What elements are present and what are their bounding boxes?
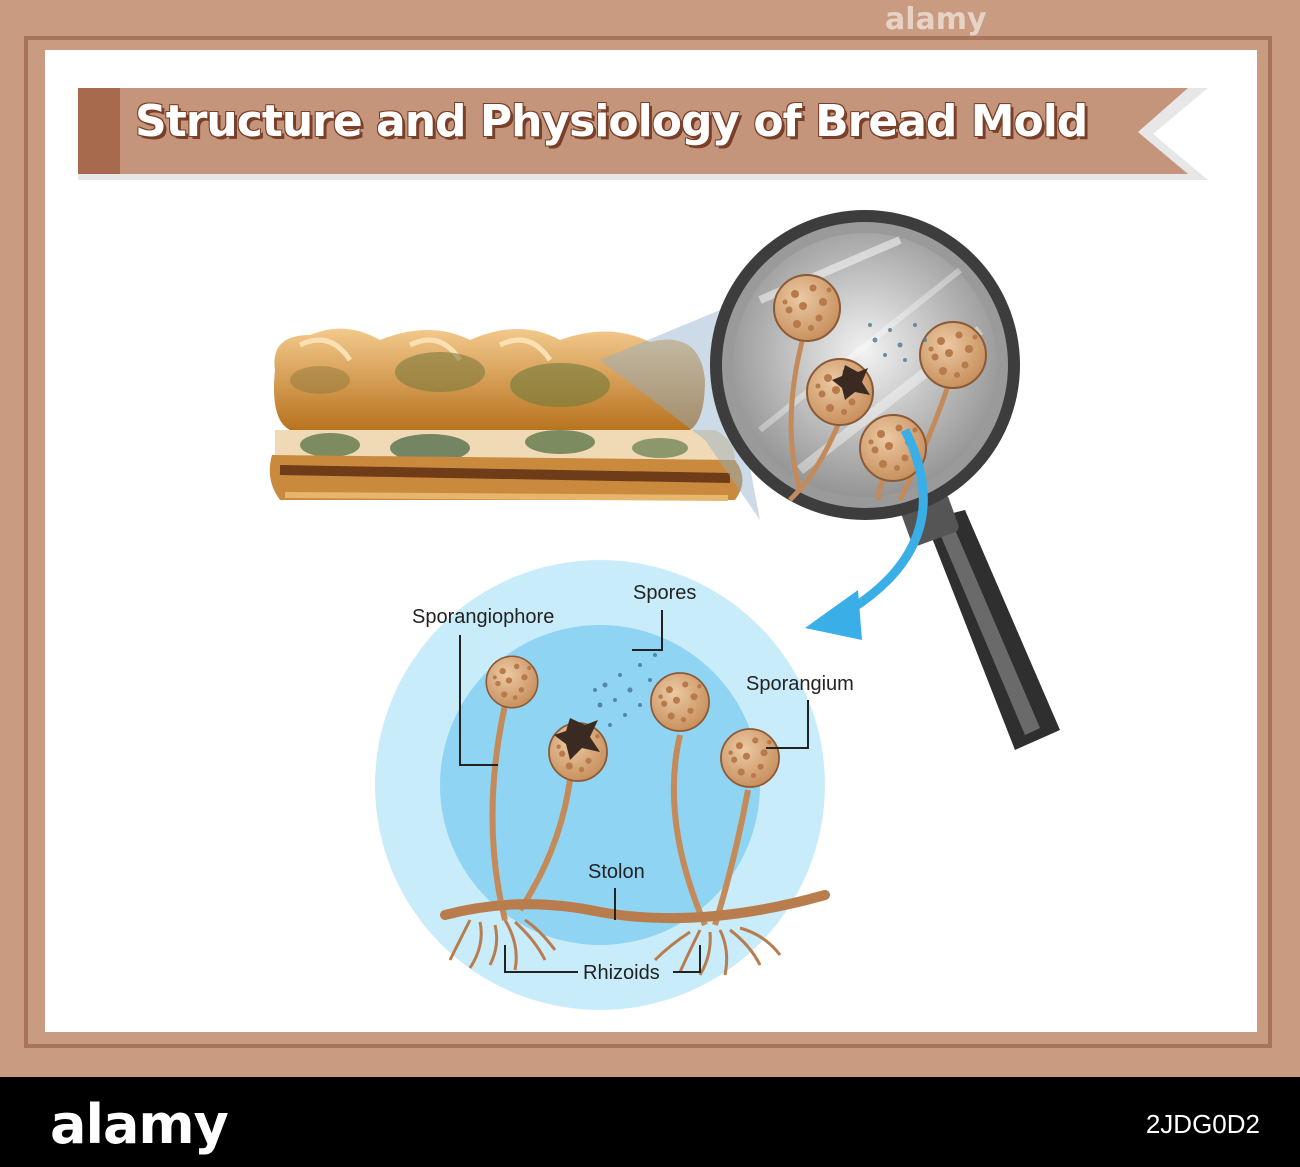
- title-banner: [78, 88, 1208, 180]
- frame-border: [24, 36, 1272, 1048]
- pointer-arrow: [805, 427, 928, 640]
- label-rhizoids: Rhizoids: [583, 962, 660, 984]
- page-title: Structure and Physiology of Bread Mold: [135, 96, 1088, 147]
- diagram-art: [269, 210, 1060, 1010]
- footer-logo: alamy: [50, 1093, 229, 1156]
- label-sporangium: Sporangium: [746, 673, 854, 695]
- magnifying-glass-icon: [710, 210, 1060, 750]
- footer-image-id: 2JDG0D2: [1145, 1109, 1260, 1139]
- mold-structure: [440, 653, 830, 976]
- footer-bar: alamy 2JDG0D2: [0, 1077, 1300, 1167]
- label-spores: Spores: [633, 582, 697, 604]
- watermark-top: alamy: [885, 2, 987, 37]
- bread-loaf: [269, 328, 743, 501]
- leader-lines: [459, 610, 809, 973]
- label-sporangiophore: Sporangiophore: [412, 606, 555, 628]
- label-stolon: Stolon: [588, 861, 645, 883]
